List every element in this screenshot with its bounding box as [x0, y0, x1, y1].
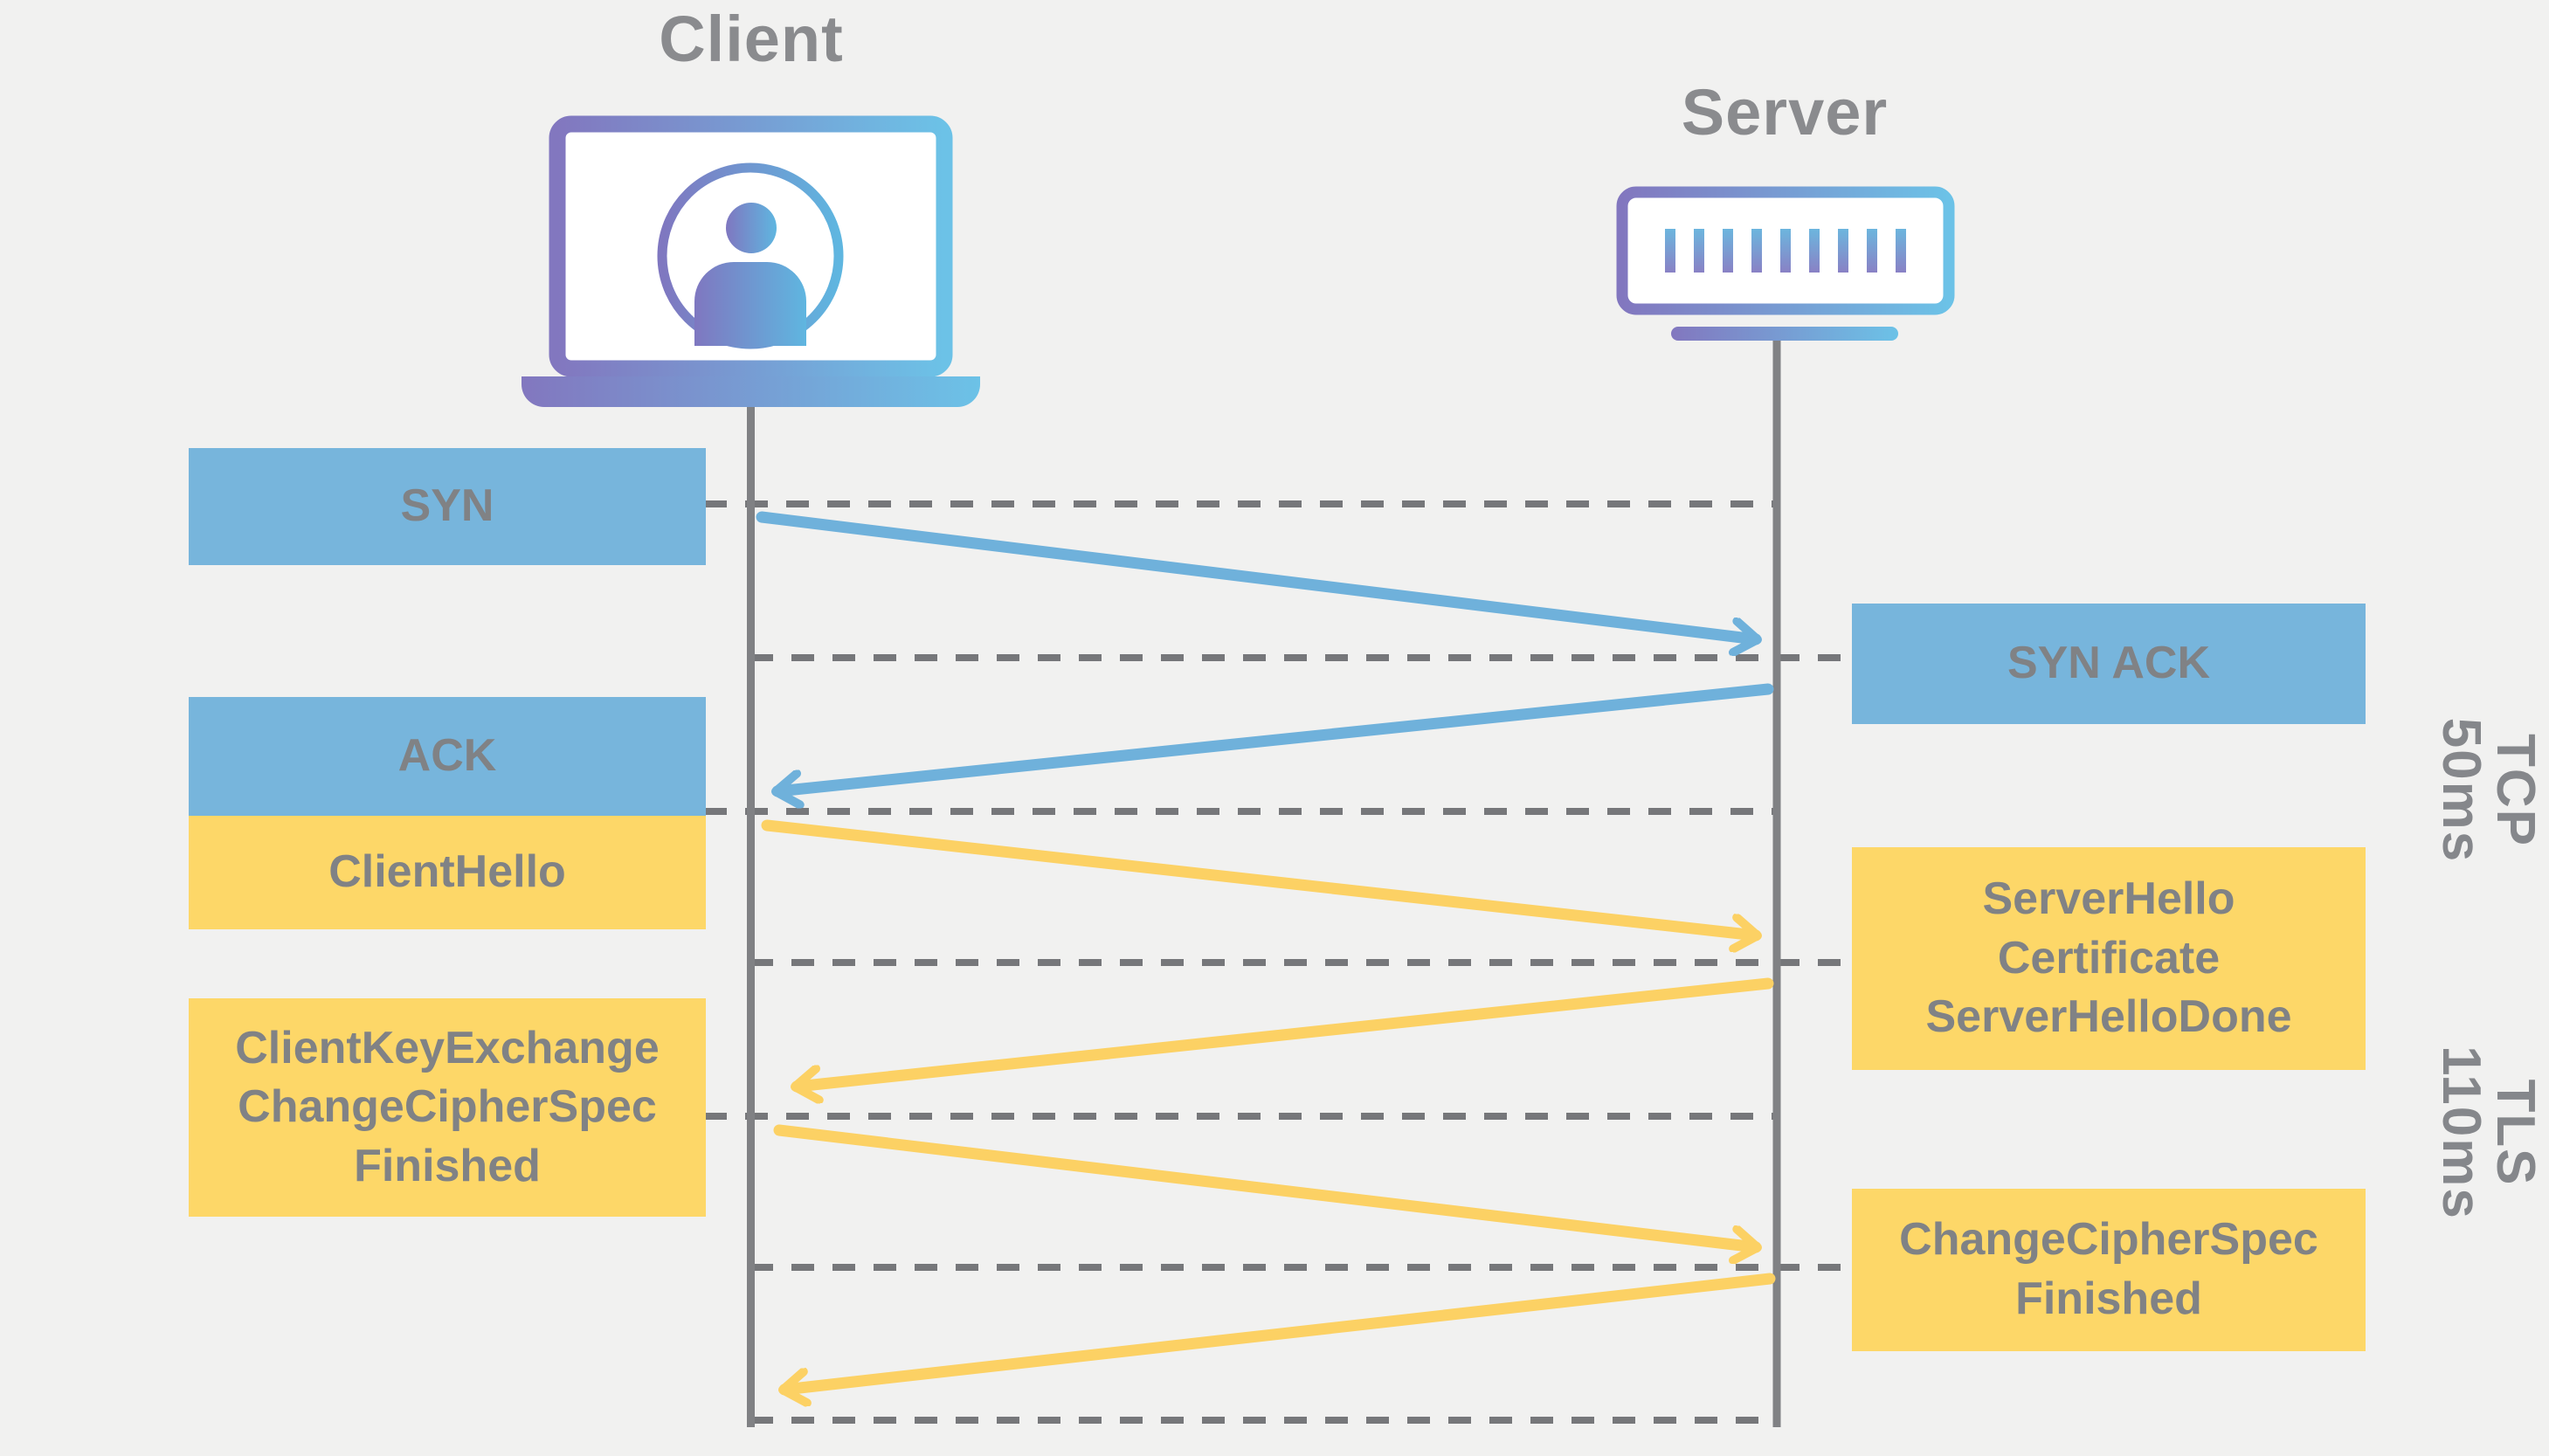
laptop-user-icon [522, 115, 980, 407]
box-label: Certificate [1997, 932, 2221, 983]
tls-section-label: TLS 110ms [2422, 984, 2549, 1281]
box-label: Finished [2015, 1273, 2202, 1324]
message-arrows [756, 511, 1776, 1390]
box-label: Finished [354, 1140, 541, 1191]
tls-duration-label: 110ms [2431, 1045, 2491, 1220]
message-box-syn: SYN [189, 448, 706, 565]
box-label: ServerHelloDone [1925, 991, 2292, 1043]
message-box-change-cipher-spec: ChangeCipherSpec Finished [1852, 1189, 2366, 1351]
box-label: ServerHello [1982, 873, 2235, 925]
message-box-client-hello: ClientHello [189, 816, 706, 929]
laptop-base [522, 376, 980, 407]
server-hello-arrow [797, 977, 1774, 1087]
client-title: Client [659, 3, 844, 75]
tcp-section-label: TCP 50ms [2422, 642, 2549, 939]
syn-ack-arrow [777, 683, 1774, 791]
box-label: ChangeCipherSpec [238, 1081, 657, 1133]
box-label: ClientKeyExchange [235, 1022, 660, 1073]
tcp-duration-label: 50ms [2431, 717, 2491, 864]
box-label: ChangeCipherSpec [1899, 1214, 2318, 1266]
box-label: ClientHello [328, 846, 566, 898]
server-title: Server [1681, 76, 1889, 148]
change-cipher-spec-arrow [784, 1273, 1776, 1390]
user-body [694, 262, 806, 346]
timing-dashed-lines [704, 500, 1852, 1424]
box-label: SYN [400, 480, 494, 532]
client-key-exchange-arrow [773, 1124, 1756, 1247]
user-head [726, 203, 777, 253]
syn-arrow [756, 511, 1756, 639]
message-box-client-key-exchange: ClientKeyExchange ChangeCipherSpec Finis… [189, 998, 706, 1217]
ack-client-hello-arrow [761, 819, 1756, 935]
tcp-protocol-label: TCP [2485, 734, 2546, 847]
message-box-syn-ack: SYN ACK [1852, 604, 2366, 724]
tls-protocol-label: TLS [2485, 1079, 2546, 1187]
box-label: ACK [397, 730, 497, 782]
server-vent-slots [1665, 229, 1906, 273]
server-rack-icon [1616, 186, 1955, 341]
message-box-server-hello: ServerHello Certificate ServerHelloDone [1852, 847, 2366, 1070]
box-label: SYN ACK [2007, 638, 2211, 689]
message-box-ack: ACK [189, 697, 706, 816]
server-stand [1671, 327, 1898, 341]
